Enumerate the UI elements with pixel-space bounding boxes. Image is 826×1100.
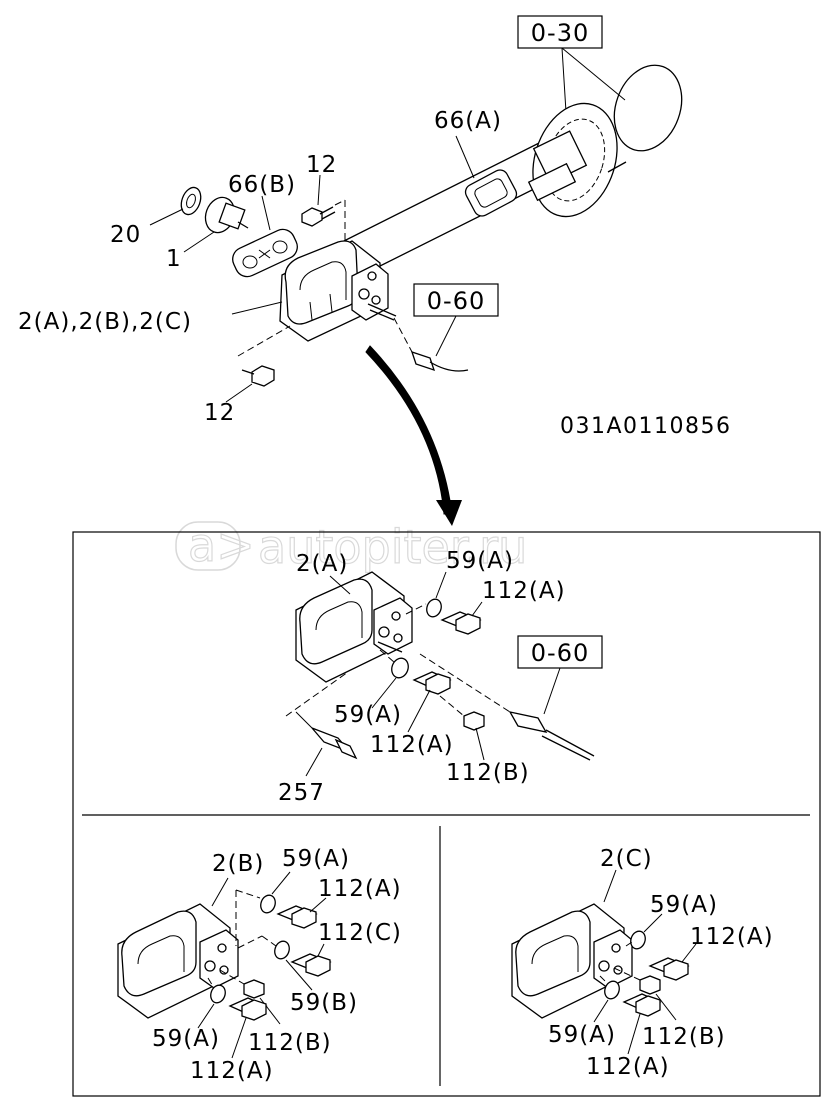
ref-box-0-30: 0-30	[517, 15, 626, 113]
plug-112B-c: 112(B)	[613, 967, 726, 1050]
svg-text:20: 20	[110, 222, 141, 248]
svg-text:112(A): 112(A)	[482, 578, 566, 604]
gasket-66A: 66(A)	[434, 108, 518, 217]
svg-text:0-60: 0-60	[427, 287, 485, 315]
washer-59A-top: 59(A)	[405, 548, 514, 618]
washer-59A-top-b: 59(A)	[235, 846, 350, 946]
gasket-66B: 66(B)	[228, 172, 298, 278]
sensor-1: 1	[166, 196, 249, 272]
svg-text:112(B): 112(B)	[248, 1030, 332, 1056]
svg-text:2(A): 2(A)	[296, 551, 348, 577]
o-ring	[613, 64, 683, 152]
detail-arrowhead	[436, 500, 462, 526]
svg-text:59(A): 59(A)	[650, 892, 718, 918]
svg-text:59(A): 59(A)	[446, 548, 514, 574]
svg-text:autopiter.ru: autopiter.ru	[258, 520, 527, 574]
actuator-2A: 2(A)	[295, 551, 413, 683]
bolt-112C: 112(C)	[290, 920, 402, 977]
svg-text:12: 12	[306, 152, 337, 178]
svg-text:59(A): 59(A)	[152, 1026, 220, 1052]
sensor-257: 257	[278, 671, 358, 806]
plug-112B-b: 112(B)	[219, 969, 332, 1056]
svg-text:66(A): 66(A)	[434, 108, 502, 134]
svg-text:112(A): 112(A)	[370, 732, 454, 758]
svg-text:112(A): 112(A)	[586, 1054, 670, 1080]
svg-text:59(A): 59(A)	[548, 1022, 616, 1048]
flange-housing	[527, 102, 627, 218]
washer-59A-top-c: 59(A)	[625, 892, 718, 950]
washer-59A-bot-c: 59(A)	[548, 975, 620, 1048]
bolt-112A-top-c: 112(A)	[648, 924, 774, 981]
detail-c: 2(C) 59(A) 112(A) 112(B) 59(A)	[511, 846, 774, 1080]
detail-frame	[72, 531, 821, 1097]
bolt-112A-bot-c: 112(A)	[586, 993, 670, 1080]
actuator-assembly: 2(A),2(B),2(C)	[18, 240, 397, 342]
svg-text:112(A): 112(A)	[690, 924, 774, 950]
svg-text:112(B): 112(B)	[446, 760, 530, 786]
svg-text:2(A),2(B),2(C): 2(A),2(B),2(C)	[18, 309, 192, 335]
svg-text:66(B): 66(B)	[228, 172, 296, 198]
svg-text:a>: a>	[188, 518, 255, 572]
actuator-2B: 2(B)	[117, 851, 264, 1019]
bolt-112A-top-b: 112(A)	[276, 876, 402, 929]
actuator-2C: 2(C)	[511, 846, 653, 1019]
detail-b: 2(B) 59(A) 112(A) 59(B) 112(C)	[117, 846, 402, 1084]
detail-arrow	[365, 345, 453, 515]
detail-a: 2(A) 59(A) 112(A) 0-60 59(A)	[278, 548, 603, 806]
svg-text:59(B): 59(B)	[290, 990, 358, 1016]
ref-box-0-60-top: 0-60	[393, 283, 499, 372]
washer-59B: 59(B)	[237, 935, 358, 1016]
top-exploded-view: 0-30 66(A) 20	[18, 15, 732, 526]
svg-text:112(A): 112(A)	[318, 876, 402, 902]
svg-text:112(A): 112(A)	[190, 1058, 274, 1084]
svg-text:2(C): 2(C)	[600, 846, 653, 872]
svg-text:59(A): 59(A)	[282, 846, 350, 872]
washer-59A-mid: 59(A)	[334, 649, 409, 728]
svg-text:59(A): 59(A)	[334, 702, 402, 728]
washer-59A-bot-b: 59(A)	[152, 977, 226, 1052]
svg-text:12: 12	[204, 400, 235, 426]
svg-text:1: 1	[166, 246, 182, 272]
bolt-112A-mid: 112(A)	[370, 671, 454, 758]
svg-text:257: 257	[278, 780, 325, 806]
svg-text:0-60: 0-60	[531, 639, 589, 667]
washer-20: 20	[110, 186, 202, 248]
svg-text:112(C): 112(C)	[318, 920, 402, 946]
drawing-code: 031A0110856	[560, 414, 732, 439]
bolt-12-bottom: 12	[204, 325, 291, 426]
svg-text:2(B): 2(B)	[212, 851, 264, 877]
bolt-112A-bot-b: 112(A)	[190, 997, 274, 1084]
watermark: a> autopiter.ru	[175, 517, 528, 575]
svg-text:0-30: 0-30	[531, 19, 589, 47]
ref-box-0-60-detail: 0-60	[419, 635, 603, 761]
svg-text:112(B): 112(B)	[642, 1024, 726, 1050]
plug-112B: 112(B)	[439, 695, 530, 786]
bolt-12-top: 12	[301, 152, 346, 248]
bolt-112A-top: 112(A)	[440, 578, 566, 635]
